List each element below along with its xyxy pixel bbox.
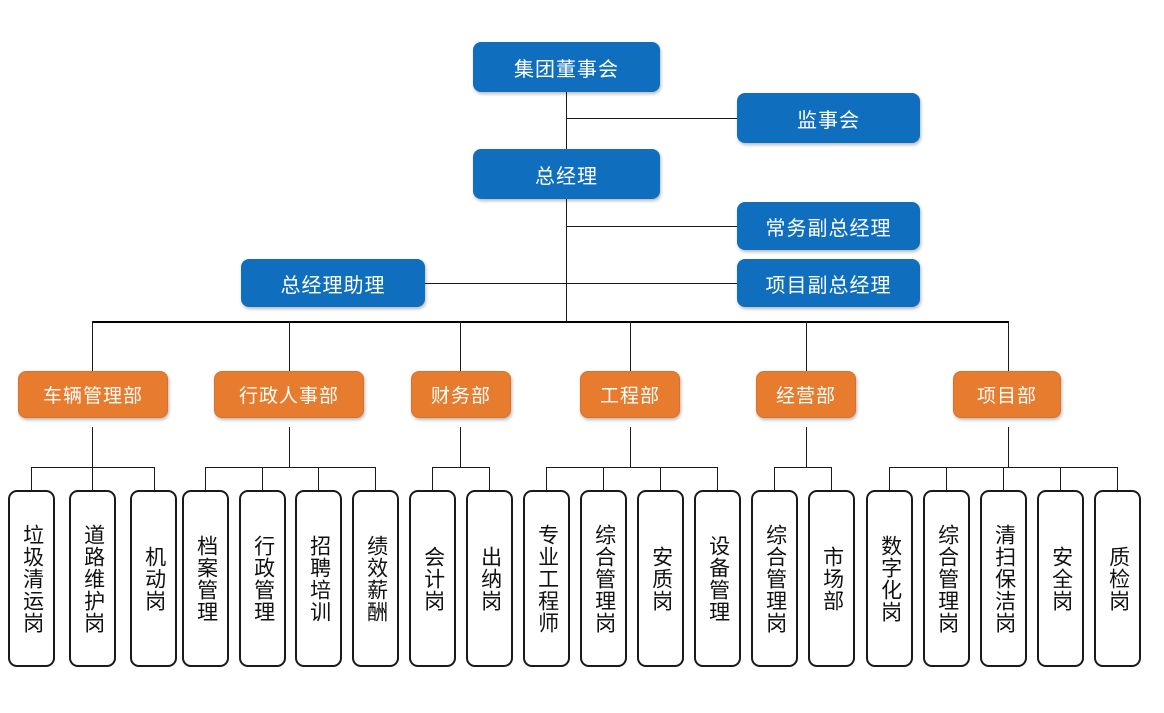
node-department-finance[interactable]: 财务部 bbox=[411, 371, 511, 418]
position-label: 综合管理岗 bbox=[763, 523, 787, 634]
position-label: 专业工程师 bbox=[535, 523, 559, 634]
position-box-accounting[interactable]: 会计岗 bbox=[409, 490, 456, 667]
connector-dept1-down bbox=[92, 427, 93, 467]
position-box-archive-management[interactable]: 档案管理 bbox=[182, 490, 229, 667]
position-label: 清扫保洁岗 bbox=[992, 523, 1016, 634]
position-label: 档案管理 bbox=[194, 534, 218, 623]
position-box-performance-pay[interactable]: 绩效薪酬 bbox=[352, 490, 399, 667]
position-box-professional-engineer[interactable]: 专业工程师 bbox=[523, 490, 570, 667]
connector-gm-down bbox=[566, 198, 567, 322]
connector-dept6-leg-1 bbox=[889, 467, 890, 492]
connector-dept4-bus bbox=[546, 467, 717, 468]
connector-dept4-leg-1 bbox=[546, 467, 547, 492]
position-label: 道路维护岗 bbox=[81, 523, 105, 634]
connector-dept4-leg-2 bbox=[603, 467, 604, 492]
connector-dept2-leg-1 bbox=[205, 467, 206, 492]
position-label: 行政管理 bbox=[251, 534, 275, 623]
position-label: 安质岗 bbox=[649, 545, 673, 612]
node-department-operations[interactable]: 经营部 bbox=[756, 371, 856, 418]
connector-dept6-leg-3 bbox=[1003, 467, 1004, 492]
position-label: 会计岗 bbox=[421, 545, 445, 612]
position-box-safety-quality[interactable]: 安质岗 bbox=[637, 490, 684, 667]
connector-dept4-leg-4 bbox=[717, 467, 718, 492]
connector-dept5-bus bbox=[774, 467, 831, 468]
position-box-quality-inspection[interactable]: 质检岗 bbox=[1094, 490, 1141, 667]
connector-dept3-leg-1 bbox=[432, 467, 433, 492]
department-bus bbox=[92, 321, 1009, 323]
connector-dept3-down bbox=[460, 427, 461, 467]
position-label: 设备管理 bbox=[706, 534, 730, 623]
position-box-admin-management[interactable]: 行政管理 bbox=[239, 490, 286, 667]
position-box-general-management-proj[interactable]: 综合管理岗 bbox=[923, 490, 970, 667]
connector-dept5-leg-2 bbox=[831, 467, 832, 492]
connector-dept6-leg-5 bbox=[1117, 467, 1118, 492]
connector-bus-dept-5 bbox=[806, 321, 807, 371]
position-label: 招聘培训 bbox=[307, 534, 331, 623]
position-label: 机动岗 bbox=[142, 545, 166, 612]
position-box-road-maintenance[interactable]: 道路维护岗 bbox=[69, 490, 116, 667]
position-box-general-management-ops[interactable]: 综合管理岗 bbox=[751, 490, 798, 667]
position-label: 出纳岗 bbox=[478, 545, 502, 612]
position-box-general-management-eng[interactable]: 综合管理岗 bbox=[580, 490, 627, 667]
connector-dept3-bus bbox=[432, 467, 489, 468]
position-box-waste-removal[interactable]: 垃圾清运岗 bbox=[8, 490, 55, 667]
connector-dept6-leg-2 bbox=[946, 467, 947, 492]
connector-gm-assistant bbox=[425, 283, 567, 284]
connector-dept2-leg-2 bbox=[262, 467, 263, 492]
position-box-digitalization[interactable]: 数字化岗 bbox=[866, 490, 913, 667]
position-box-cashier[interactable]: 出纳岗 bbox=[466, 490, 513, 667]
connector-bus-dept-4 bbox=[630, 321, 631, 371]
position-label: 绩效薪酬 bbox=[364, 534, 388, 623]
position-box-cleaning[interactable]: 清扫保洁岗 bbox=[980, 490, 1027, 667]
connector-dept5-down bbox=[806, 427, 807, 467]
node-group-board[interactable]: 集团董事会 bbox=[473, 42, 660, 92]
position-box-market[interactable]: 市场部 bbox=[808, 490, 855, 667]
position-label: 数字化岗 bbox=[878, 534, 902, 623]
node-general-manager[interactable]: 总经理 bbox=[473, 149, 660, 199]
node-department-admin-hr[interactable]: 行政人事部 bbox=[214, 371, 364, 418]
position-label: 综合管理岗 bbox=[935, 523, 959, 634]
node-department-vehicle-management[interactable]: 车辆管理部 bbox=[18, 371, 168, 418]
position-box-flexible-duty[interactable]: 机动岗 bbox=[130, 490, 177, 667]
position-box-recruitment-training[interactable]: 招聘培训 bbox=[295, 490, 342, 667]
position-box-safety[interactable]: 安全岗 bbox=[1037, 490, 1084, 667]
connector-dept1-leg-2 bbox=[92, 467, 93, 492]
position-label: 综合管理岗 bbox=[592, 523, 616, 634]
connector-dept4-leg-3 bbox=[660, 467, 661, 492]
position-box-equipment-management[interactable]: 设备管理 bbox=[694, 490, 741, 667]
connector-bus-dept-6 bbox=[1008, 321, 1009, 371]
node-project-vice-gm[interactable]: 项目副总经理 bbox=[737, 259, 920, 307]
position-label: 安全岗 bbox=[1049, 545, 1073, 612]
connector-bus-dept-1 bbox=[92, 321, 93, 371]
connector-dept1-leg-3 bbox=[154, 467, 155, 492]
connector-bus-dept-3 bbox=[460, 321, 461, 371]
connector-dept2-down bbox=[289, 427, 290, 467]
connector-dept2-bus bbox=[205, 467, 375, 468]
connector-dept2-leg-4 bbox=[375, 467, 376, 492]
position-label: 质检岗 bbox=[1106, 545, 1130, 612]
node-supervisory-board[interactable]: 监事会 bbox=[737, 93, 920, 143]
connector-gm-projectvice bbox=[566, 283, 737, 284]
connector-dept6-leg-4 bbox=[1060, 467, 1061, 492]
connector-dept6-down bbox=[1008, 427, 1009, 467]
connector-dept5-leg-1 bbox=[774, 467, 775, 492]
node-department-project[interactable]: 项目部 bbox=[953, 371, 1061, 418]
position-label: 垃圾清运岗 bbox=[20, 523, 44, 634]
connector-gm-execvice bbox=[566, 226, 737, 227]
connector-dept4-down bbox=[630, 427, 631, 467]
node-exec-vice-gm[interactable]: 常务副总经理 bbox=[737, 202, 920, 250]
node-department-engineering[interactable]: 工程部 bbox=[580, 371, 680, 418]
connector-dept3-leg-2 bbox=[489, 467, 490, 492]
node-gm-assistant[interactable]: 总经理助理 bbox=[241, 259, 425, 307]
connector-board-supervisory bbox=[566, 118, 737, 119]
connector-dept1-leg-1 bbox=[31, 467, 32, 492]
position-label: 市场部 bbox=[820, 545, 844, 612]
connector-dept2-leg-3 bbox=[318, 467, 319, 492]
connector-bus-dept-2 bbox=[289, 321, 290, 371]
